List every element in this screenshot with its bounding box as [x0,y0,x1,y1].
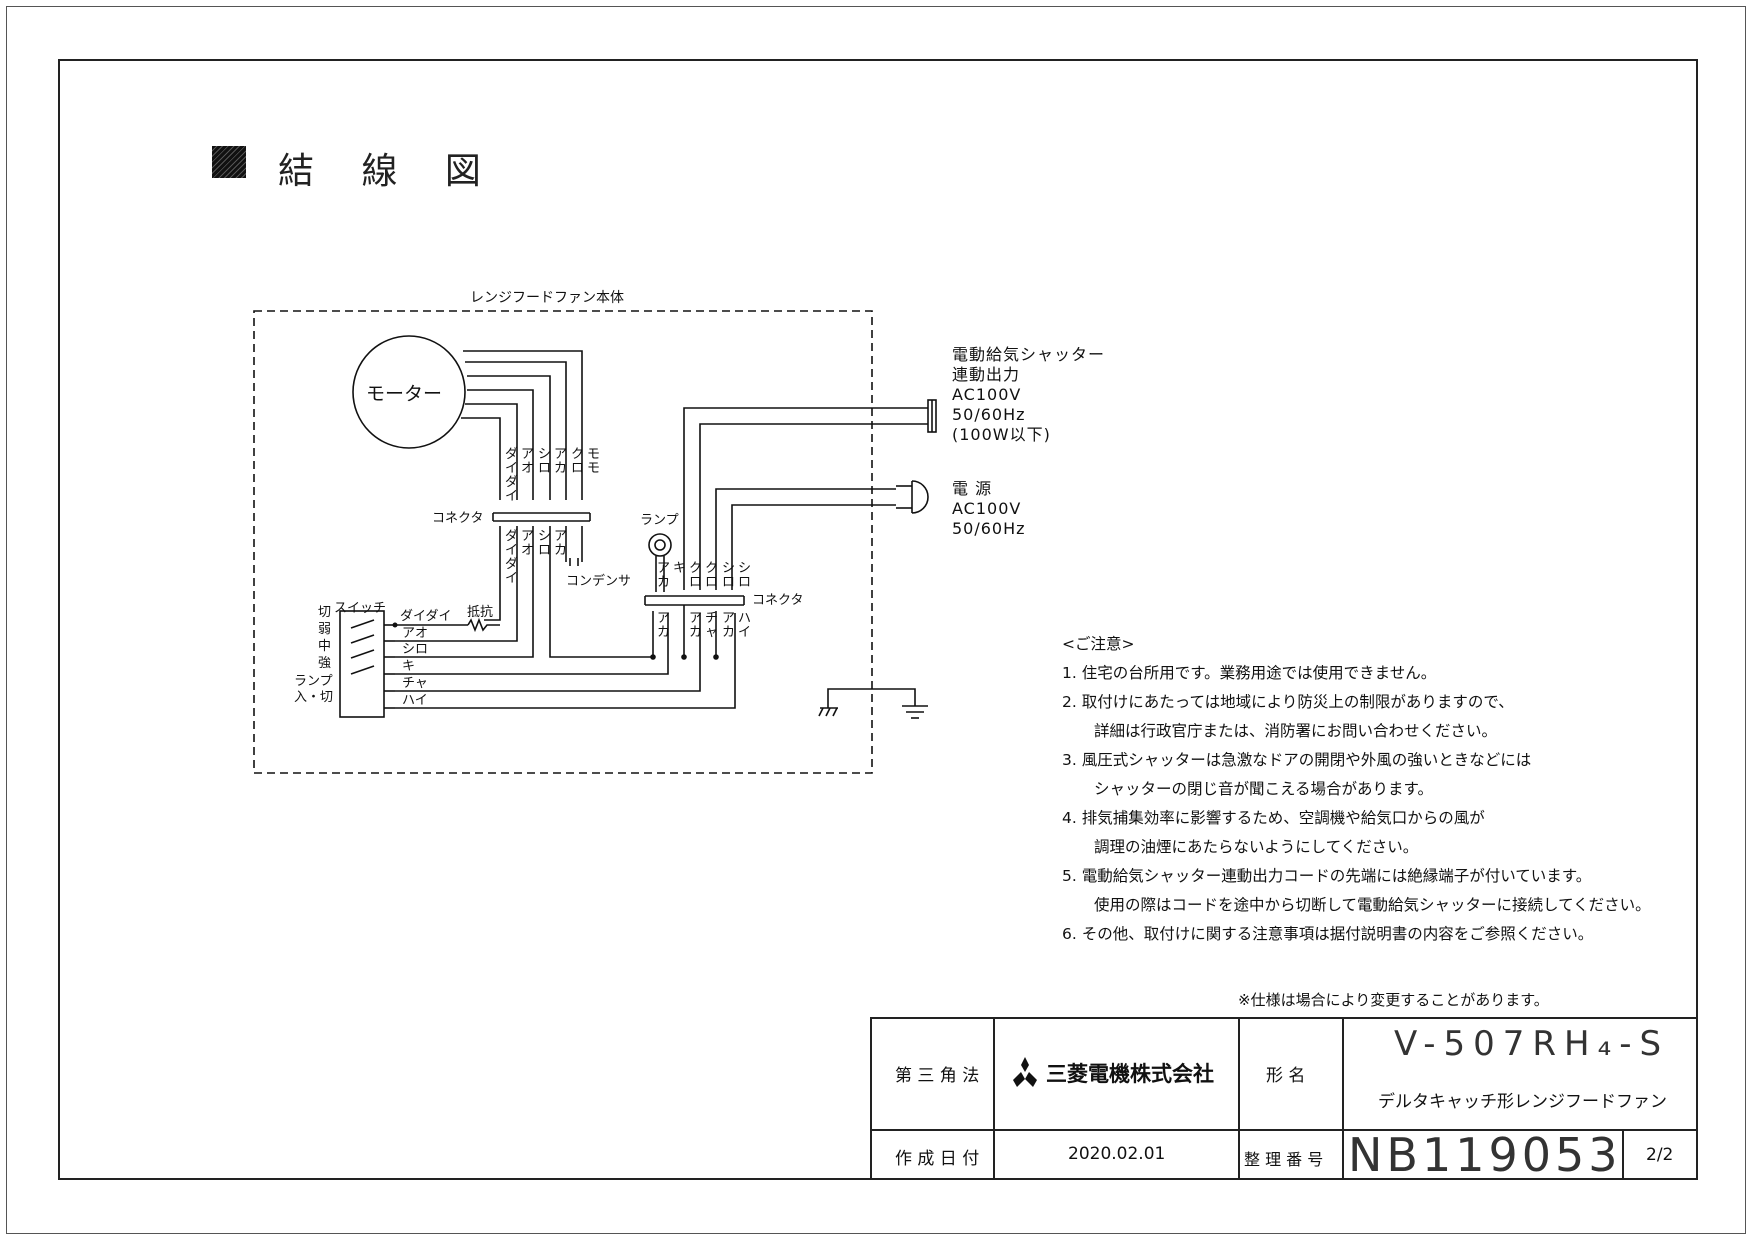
note-6: 6. その他、取付けに関する注意事項は据付説明書の内容をご参照ください。 [1062,925,1594,943]
motor-label: モーター [366,383,442,405]
capacitor-label: コンデンサ [566,573,631,589]
conn2-top-label-2: クロ [689,561,702,590]
conn2-bottom-label-0: アカ [657,611,670,640]
conn2-top-label-5: シロ [738,561,751,590]
conn1-bottom-label-3: アカ [554,529,567,558]
note-2-cont: 詳細は行政官庁または、消防署にお問い合わせください。 [1094,722,1498,740]
lamp-symbol [648,533,672,557]
ref-label: 整 理 番 号 [1244,1150,1324,1169]
note-2: 2. 取付けにあたっては地域により防災上の制限がありますので、 [1062,693,1514,711]
power-wire-2 [731,504,896,590]
sw-wire-shiro: シロ [402,642,428,657]
power-wire-1 [715,488,896,590]
motor-wire-label-3: アカ [554,447,567,476]
date-label: 作 成 日 付 [895,1149,980,1169]
projection-label: 第 三 角 法 [895,1066,980,1086]
conn1-bottom-label-1: アオ [521,529,534,558]
enclosure-boundary [253,310,873,774]
note-5-cont: 使用の際はコードを途中から切断して電動給気シャッターに接続してください。 [1094,896,1651,914]
note-3: 3. 風圧式シャッターは急激なドアの開閉や外風の強いときなどには [1062,751,1532,769]
model-label: 形 名 [1266,1066,1306,1086]
motor-wire-label-2: シロ [538,447,551,476]
switch-pos-lamp: ランプ [294,674,333,689]
sw-wire-hai: ハイ [402,693,428,708]
wire-shiro [395,526,534,658]
power-source-line1: 電 源 [952,479,992,498]
shutter-wire-1 [683,407,928,590]
switch-pos-mid: 中 [318,639,331,654]
ref-number: NB119053 [1348,1128,1622,1182]
shutter-output-line5: (100W以下) [952,425,1051,444]
shutter-output-line1: 電動給気シャッター [952,345,1105,364]
note-4-cont: 調理の油煙にあたらないようにしてください。 [1094,838,1419,856]
conn2-top-label-3: クロ [705,561,718,590]
motor-wire-label-4: クロ [571,447,584,476]
conn2-bottom-label-4: ハイ [738,611,751,640]
page-number: 2/2 [1646,1145,1674,1165]
title-marker-icon [212,146,246,178]
conn2-bottom-label-3: アカ [722,611,735,640]
power-source-line2: AC100V [952,499,1021,518]
switch-pos-off: 切 [318,605,331,620]
note-1: 1. 住宅の台所用です。業務用途では使用できません。 [1062,664,1437,682]
switch-label: スイッチ [334,601,386,616]
conn2-top-label-4: シロ [722,561,735,590]
conn1-bottom-label-2: シロ [538,529,551,558]
switch-pos-lamp-onoff: 入・切 [294,690,333,705]
power-plug [911,480,929,514]
sw-wire-ao: アオ [402,626,428,641]
wire-ao [395,526,518,642]
shutter-output-line2: 連動出力 [952,365,1020,384]
resistor-label: 抵抗 [467,605,493,620]
motor-symbol [352,335,466,449]
product-name: デルタキャッチ形レンジフードファン [1378,1092,1667,1112]
conn1-bottom-label-0: ダイダイ [505,529,518,586]
title-block [870,1017,1698,1180]
shutter-output-line4: 50/60Hz [952,405,1026,424]
conn2-bottom-label-2: チャ [705,611,718,640]
model-number: V-507RH₄-S [1394,1024,1670,1064]
switch-pos-high: 強 [318,656,331,671]
enclosure-label: レンジフードファン本体 [470,290,624,306]
spec-change-note: ※仕様は場合により変更することがあります。 [1238,991,1549,1009]
conn2-bottom-label-1: アカ [689,611,702,640]
motor-wire-label-5: モモ [587,447,600,476]
note-5: 5. 電動給気シャッター連動出力コードの先端には絶縁端子が付いています。 [1062,867,1592,885]
caution-notes: <ご注意> 1. 住宅の台所用です。業務用途では使用できません。 2. 取付けに… [1062,630,1651,949]
company-name: 三菱電機株式会社 [1046,1062,1214,1086]
connector2-label: コネクタ [752,593,803,608]
mitsubishi-logo-icon [1013,1057,1037,1087]
conn2-top-label-0: アカ [657,561,670,590]
note-4: 4. 排気捕集効率に影響するため、空調機や給気口からの風が [1062,809,1485,827]
motor-wire-label-0: ダイダイ [505,447,518,504]
sw-wire-daidai: ダイダイ [400,609,451,624]
shutter-wire-2 [699,423,928,590]
shutter-output-line3: AC100V [952,385,1021,404]
power-source-line3: 50/60Hz [952,519,1026,538]
switch-pos-low: 弱 [318,622,331,637]
notes-heading: <ご注意> [1062,635,1135,653]
sw-wire-ki: キ [402,659,415,674]
conn2-top-label-1: キ [673,561,686,576]
page-title: 結 線 図 [278,151,499,192]
creation-date: 2020.02.01 [1068,1144,1166,1164]
wire-daidai [484,526,501,621]
connector1-label: コネクタ [432,511,483,526]
motor-wire-label-1: アオ [521,447,534,476]
drawing-border [58,59,1698,1180]
outer-border [6,6,1746,1234]
note-3-cont: シャッターの閉じ音が聞こえる場合があります。 [1094,780,1433,798]
lamp-label: ランプ [640,513,679,528]
sw-wire-cha: チャ [402,676,428,691]
